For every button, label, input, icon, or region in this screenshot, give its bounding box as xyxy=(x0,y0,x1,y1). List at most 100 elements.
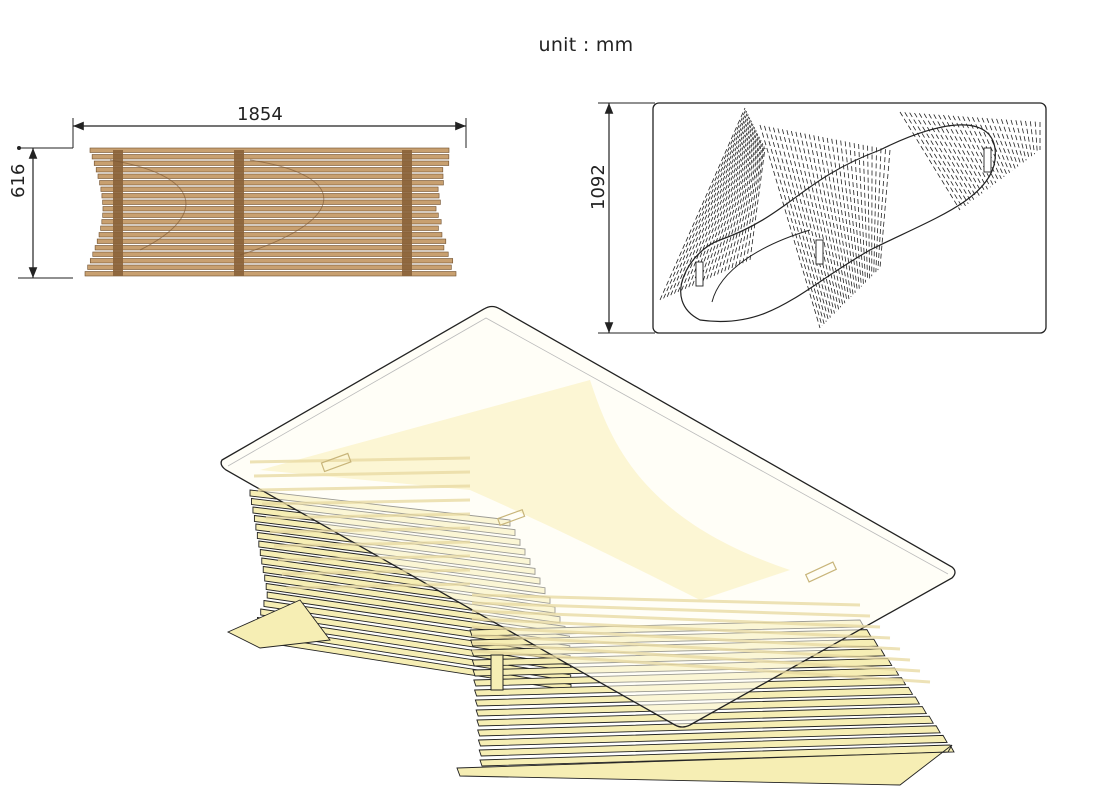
front-slat xyxy=(97,173,444,179)
hidden-line-mid xyxy=(840,140,858,291)
front-slat xyxy=(89,147,450,153)
glass-slat xyxy=(257,484,471,492)
glass-slat-lower xyxy=(471,617,891,640)
hidden-line-mid xyxy=(804,133,842,308)
hidden-line-mid xyxy=(877,149,886,271)
hidden-line-right xyxy=(981,117,1008,175)
hidden-line-left xyxy=(674,114,749,294)
hidden-line-left xyxy=(710,130,757,278)
glass-slat xyxy=(281,568,471,576)
hidden-line-left xyxy=(681,117,751,291)
hidden-line-left xyxy=(688,120,752,288)
hidden-line-right xyxy=(976,117,1005,178)
front-slat xyxy=(92,251,449,257)
unit-label: unit : mm xyxy=(538,34,634,56)
iso-tier-right xyxy=(479,744,955,767)
hidden-line-right xyxy=(1015,120,1027,161)
front-slat xyxy=(84,271,457,277)
hidden-line-mid xyxy=(826,137,852,298)
glass-tinted-region xyxy=(260,380,790,600)
hidden-line-left xyxy=(713,131,758,277)
hidden-line-mid xyxy=(817,136,848,302)
glass-connector-b xyxy=(496,508,526,526)
front-post-right xyxy=(402,150,412,276)
hidden-line-left xyxy=(742,144,764,264)
front-view xyxy=(17,118,467,279)
glass-slat xyxy=(285,582,471,590)
hidden-line-right xyxy=(991,118,1013,171)
hidden-line-left xyxy=(663,109,747,299)
front-slat xyxy=(100,225,439,231)
front-slat xyxy=(99,180,444,186)
front-slat xyxy=(89,258,454,264)
hidden-line-right xyxy=(952,115,991,188)
front-slat xyxy=(102,206,437,212)
front-slat xyxy=(100,186,439,192)
glass-slat xyxy=(273,540,471,548)
glass-connector-a xyxy=(320,452,352,473)
hidden-line-right xyxy=(1001,119,1019,167)
hidden-line-mid xyxy=(777,128,829,320)
front-slat xyxy=(91,154,450,160)
hidden-line-mid xyxy=(795,131,837,312)
top-connector-right xyxy=(983,147,992,173)
iso-tier-right xyxy=(477,725,941,747)
hidden-line-right xyxy=(967,116,999,182)
glass-slat xyxy=(277,554,471,562)
hidden-line-right xyxy=(1025,120,1033,157)
top-loop-outline xyxy=(680,124,996,323)
hidden-line-mid xyxy=(813,135,846,304)
hidden-line-left xyxy=(717,133,759,275)
hidden-line-left xyxy=(749,147,766,261)
front-slat xyxy=(94,245,445,251)
hidden-line-left xyxy=(684,119,751,289)
hidden-line-left xyxy=(666,111,747,297)
hidden-line-right xyxy=(996,118,1016,169)
hidden-line-right xyxy=(1020,120,1030,159)
glass-slat-lower xyxy=(471,625,901,651)
hidden-line-mid xyxy=(862,144,868,281)
hidden-line-left xyxy=(731,139,762,269)
hidden-line-left xyxy=(670,112,748,296)
front-slat xyxy=(96,238,447,244)
hidden-line-left xyxy=(746,146,765,262)
hidden-line-mid xyxy=(867,145,871,279)
top-connector-left xyxy=(695,261,704,287)
hidden-line-right xyxy=(938,114,983,194)
front-post-left xyxy=(113,150,123,276)
hidden-line-right xyxy=(918,113,972,202)
hidden-line-left xyxy=(735,141,763,267)
hidden-line-mid xyxy=(768,126,825,324)
hidden-line-mid xyxy=(782,129,831,318)
glass-slat-lower xyxy=(471,609,881,629)
hidden-line-right xyxy=(899,111,961,211)
front-slat xyxy=(98,232,443,238)
hidden-line-mid xyxy=(849,142,862,287)
front-slat xyxy=(95,167,444,173)
iso-center-post xyxy=(490,654,504,691)
hidden-line-right xyxy=(909,112,966,207)
hidden-line-right xyxy=(923,113,975,200)
hidden-line-mid xyxy=(799,132,840,310)
front-slat xyxy=(93,160,450,166)
hidden-line-mid xyxy=(764,125,823,327)
hidden-line-left xyxy=(659,107,746,301)
glass-slat-lower xyxy=(471,593,861,607)
front-slat xyxy=(101,193,440,199)
glass-slat xyxy=(249,456,471,464)
glass-slat xyxy=(269,526,471,534)
hidden-line-mid xyxy=(831,138,854,295)
glass-slat xyxy=(261,498,471,506)
hidden-line-right xyxy=(1010,119,1024,163)
front-slat xyxy=(101,219,442,225)
isometric-view xyxy=(220,305,956,786)
top-view-outline xyxy=(652,102,1047,334)
front-post-center xyxy=(234,150,244,276)
hidden-line-left xyxy=(728,138,761,270)
front-slat xyxy=(102,212,439,218)
top-hidden-lines xyxy=(659,107,1041,329)
hidden-line-mid xyxy=(875,148,882,273)
hidden-line-mid xyxy=(759,124,821,329)
hidden-line-right xyxy=(1034,121,1038,153)
